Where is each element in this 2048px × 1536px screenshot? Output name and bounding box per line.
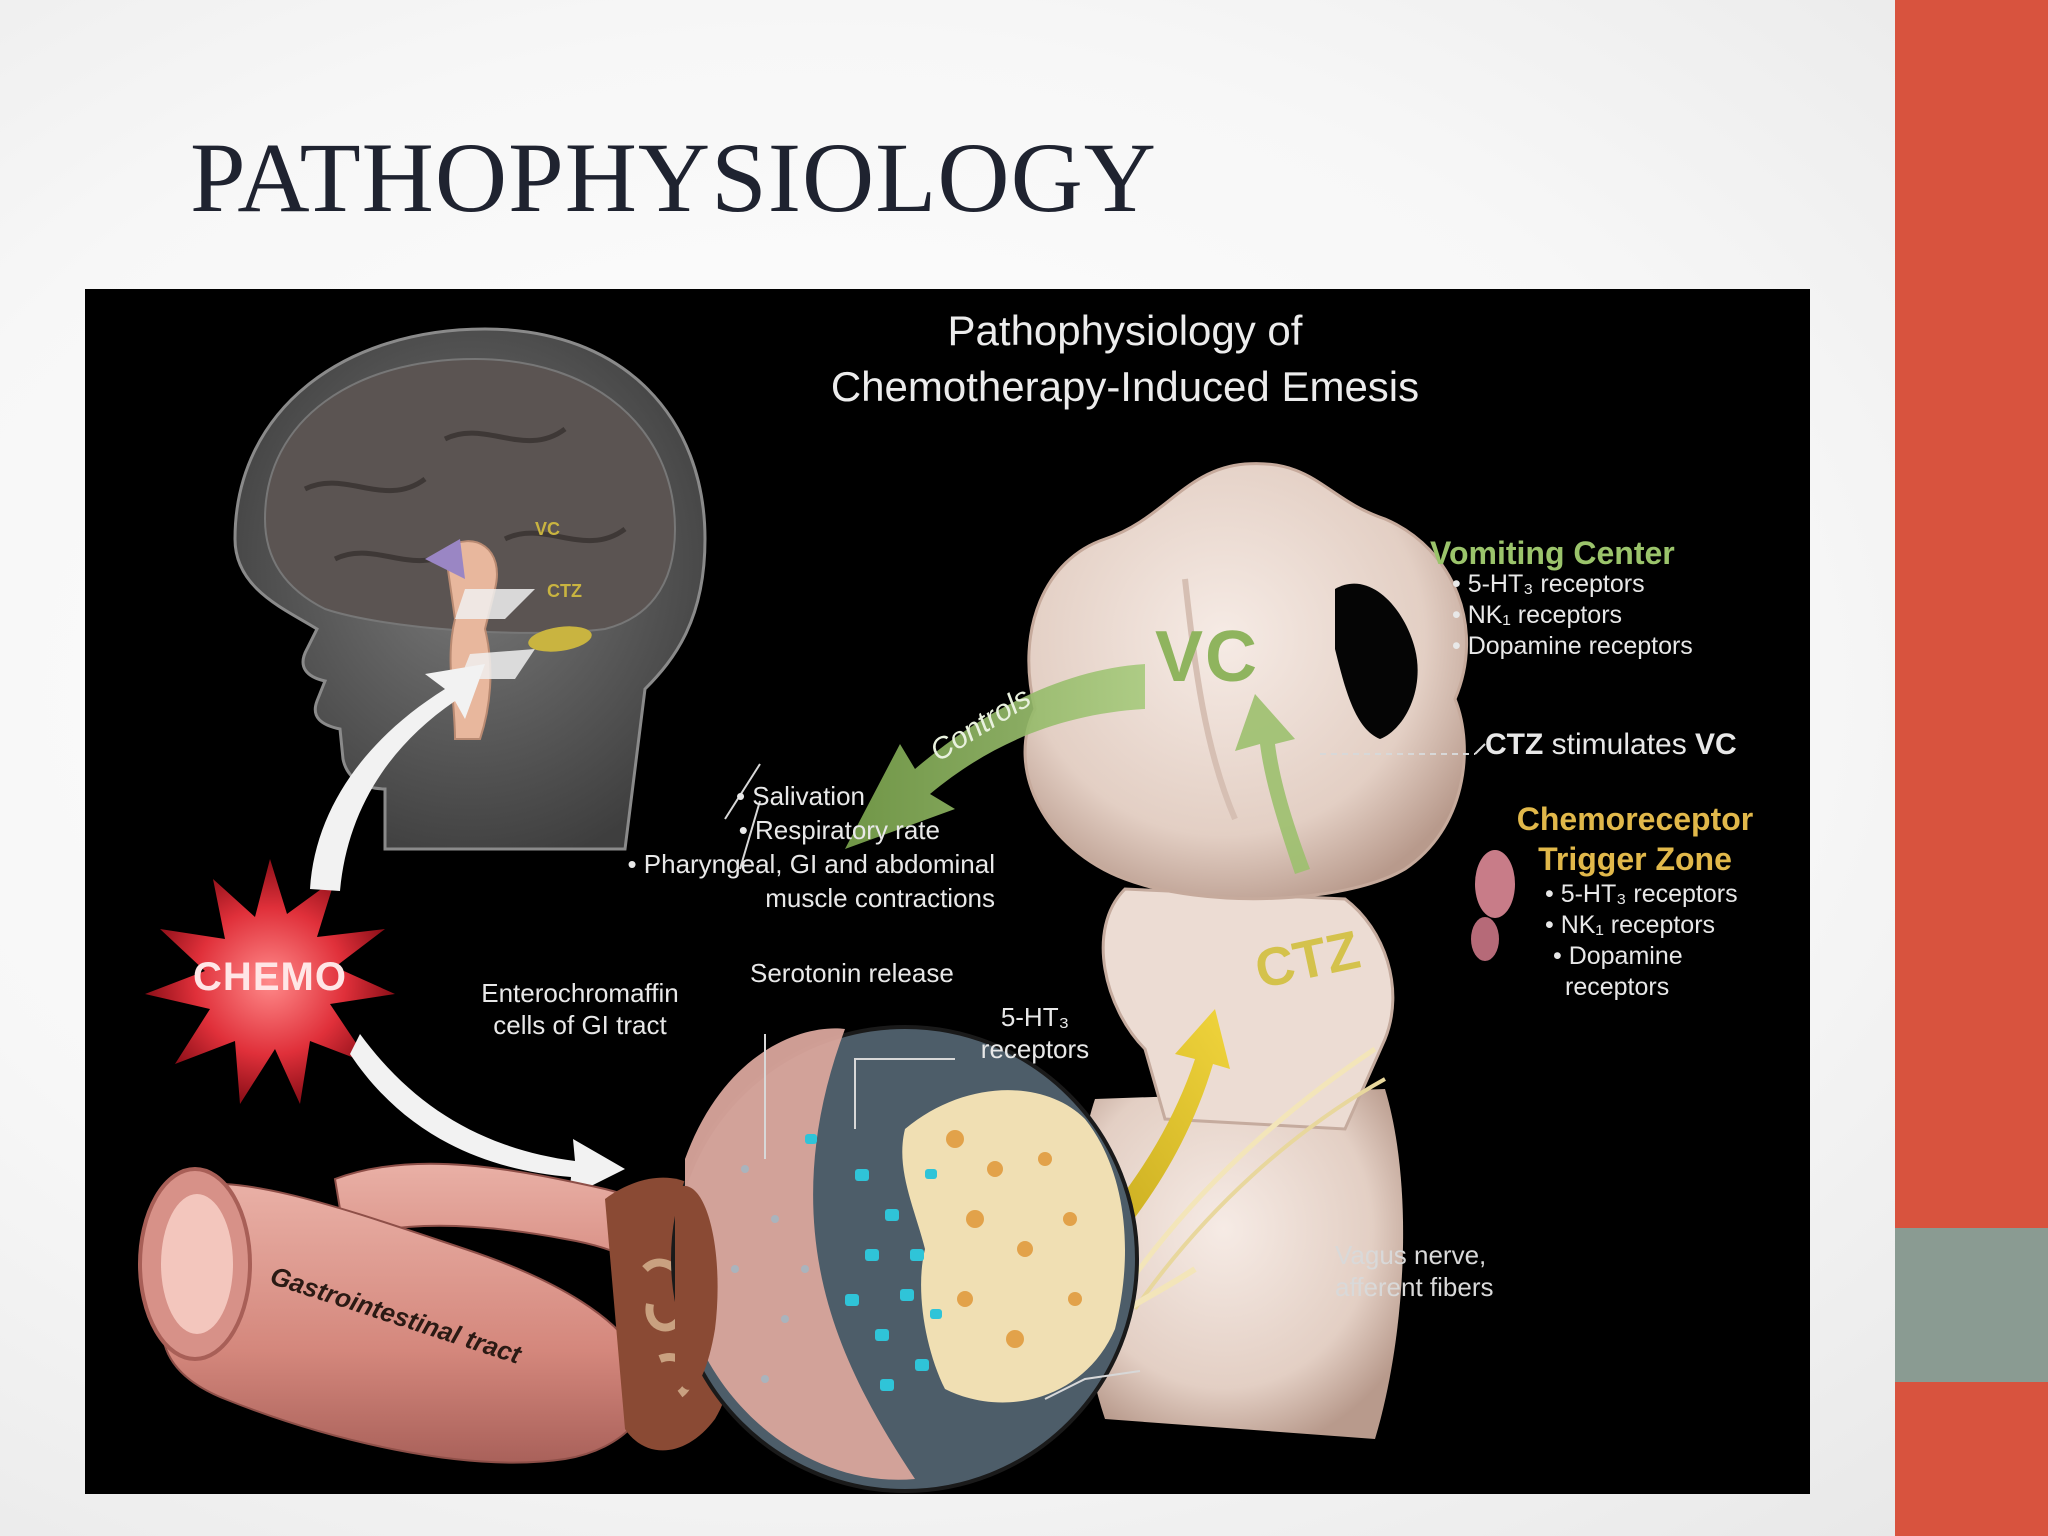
trigger-zone-item: receptors — [1565, 973, 1670, 1001]
head-silhouette — [233, 327, 707, 851]
effects-list: • Salivation • Respiratory rate • Pharyn… — [475, 779, 995, 915]
trigger-zone-item: • NK₁ receptors — [1545, 911, 1716, 939]
brain-ctz-label: CTZ — [547, 581, 582, 601]
figure-title: Pathophysiology of Chemotherapy-Induced … — [745, 303, 1505, 415]
diagram-illustration — [138, 327, 1515, 1493]
sidebar-bottom-band — [1895, 1382, 2048, 1536]
chemo-label: CHEMO — [193, 955, 347, 999]
vagus-nerve-label: Vagus nerve, afferent fibers — [1335, 1239, 1494, 1303]
trigger-zone-item: • Dopamine — [1553, 942, 1683, 970]
receptors-5ht3-line2: receptors — [980, 1034, 1090, 1064]
ctz-big-label: CTZ — [1249, 919, 1366, 1001]
vagus-line1: Vagus nerve, — [1335, 1240, 1487, 1270]
receptors-5ht3-label: 5-HT₃ receptors — [965, 1001, 1105, 1065]
serotonin-release-label: Serotonin release — [750, 958, 954, 988]
ctz-stimulates-part1: CTZ — [1485, 728, 1544, 761]
effects-item: • Respiratory rate — [738, 815, 940, 845]
trigger-zone-block: Chemoreceptor Trigger Zone • 5-HT₃ recep… — [1490, 799, 1780, 1003]
trigger-zone-heading-line2: Trigger Zone — [1538, 841, 1732, 877]
sidebar-top-band — [1895, 0, 2048, 1228]
effects-item: • Pharyngeal, GI and abdominal — [627, 849, 995, 879]
vomiting-center-item: • NK₁ receptors — [1452, 601, 1623, 629]
ctz-stimulates-vc-label: CTZ stimulates VC — [1485, 729, 1737, 761]
vomiting-center-item: • 5-HT₃ receptors — [1452, 570, 1645, 598]
ctz-stimulates-part2: stimulates — [1543, 728, 1696, 761]
effects-item: muscle contractions — [765, 883, 995, 913]
arrow-chemo-to-gut — [350, 1034, 625, 1197]
label-leader-lines — [724, 763, 1141, 1400]
enterochromaffin-label: Enterochromaffin cells of GI tract — [420, 977, 740, 1041]
slide-title: PATHOPHYSIOLOGY — [190, 122, 1158, 233]
trigger-zone-heading-line1: Chemoreceptor — [1516, 801, 1754, 837]
receptors-5ht3-line1: 5-HT₃ — [1000, 1002, 1070, 1032]
trigger-zone-item: • 5-HT₃ receptors — [1545, 880, 1738, 908]
effects-item: • Salivation — [735, 781, 865, 811]
arrow-chemo-to-brain — [310, 664, 485, 891]
vomiting-center-heading: Vomiting Center — [1430, 535, 1675, 571]
enterochromaffin-line2: cells of GI tract — [493, 1010, 667, 1040]
vomiting-center-item: • Dopamine receptors — [1452, 632, 1693, 660]
vomiting-center-block: Vomiting Center • 5-HT₃ receptors • NK₁ … — [1430, 537, 1693, 662]
chemo-starburst — [145, 859, 395, 1104]
arrow-ctz-to-vc — [1235, 694, 1310, 874]
enterochromaffin-line1: Enterochromaffin — [481, 978, 679, 1008]
vagus-line2: afferent fibers — [1335, 1272, 1494, 1302]
vc-big-label: VC — [1155, 617, 1260, 697]
brain-vc-label: VC — [535, 519, 561, 539]
magnified-receptor-view — [671, 1025, 1139, 1493]
emesis-diagram: Pathophysiology of Chemotherapy-Induced … — [85, 289, 1810, 1494]
figure-title-line1: Pathophysiology of — [947, 307, 1303, 354]
sidebar-middle-band — [1895, 1228, 2048, 1382]
figure-title-line2: Chemotherapy-Induced Emesis — [830, 363, 1420, 410]
ctz-stimulates-part3: VC — [1695, 728, 1737, 761]
arrow-controls — [845, 664, 1145, 849]
